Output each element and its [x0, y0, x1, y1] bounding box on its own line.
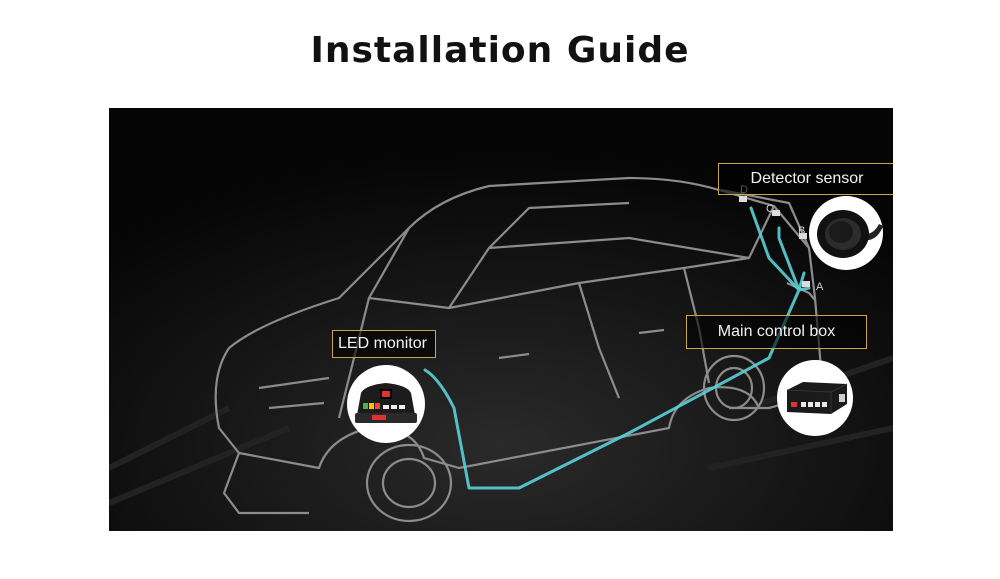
sensor-point-a: A: [816, 281, 824, 293]
sensor-point-b: B: [798, 225, 806, 237]
detector-sensor-image: [809, 196, 883, 270]
installation-diagram: D C B A LED monitor Detector sensor Main…: [109, 108, 893, 531]
led-monitor-image: [347, 365, 425, 443]
led-monitor-label: LED monitor: [332, 330, 436, 358]
sensor-point-c: C: [766, 203, 774, 215]
page-title: Installation Guide: [310, 30, 690, 71]
main-control-box-label: Main control box: [686, 315, 867, 349]
detector-sensor-label: Detector sensor: [718, 163, 893, 195]
main-control-box-image: [777, 360, 853, 436]
